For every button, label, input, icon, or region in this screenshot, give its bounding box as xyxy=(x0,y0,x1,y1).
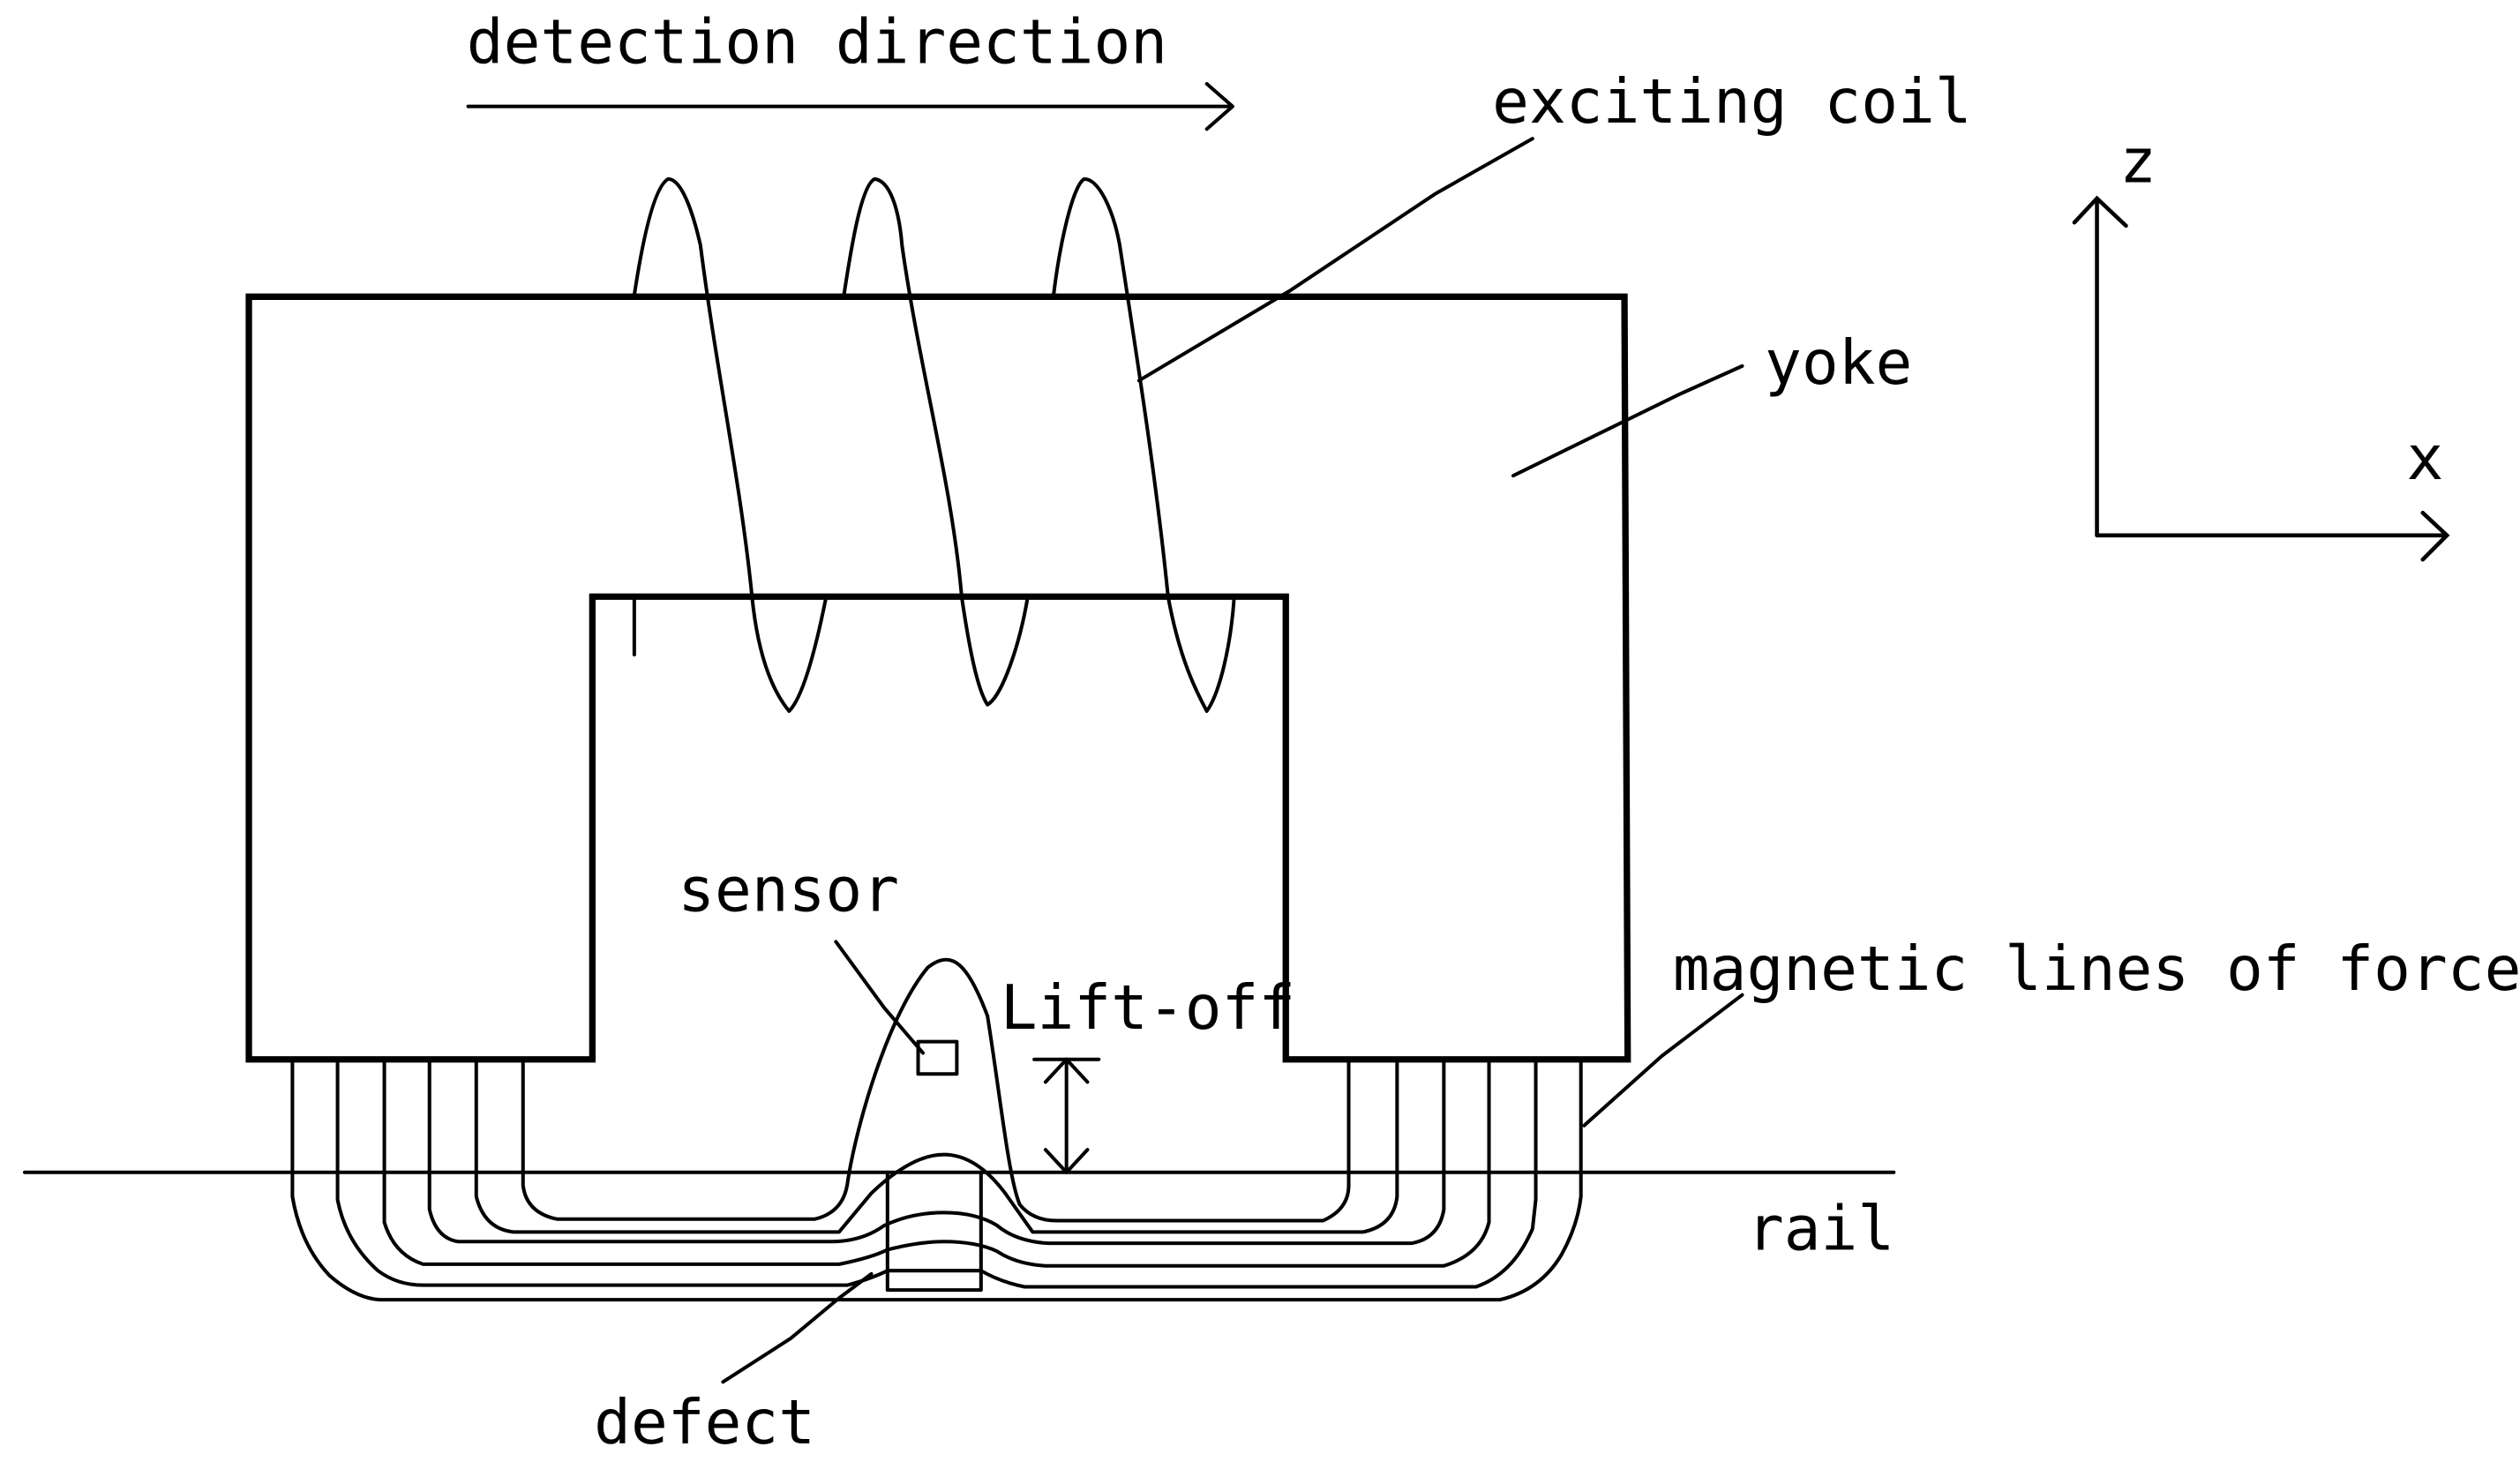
sensor-label: sensor xyxy=(678,856,899,926)
axes xyxy=(2072,195,2450,562)
yoke xyxy=(245,293,1631,1063)
detection-direction-arrow xyxy=(466,82,1234,131)
magnetic-lines-label: magnetic lines of force xyxy=(1673,934,2520,1005)
rail-label: rail xyxy=(1747,1194,1894,1264)
sensor xyxy=(916,1039,959,1076)
sensor-leader xyxy=(834,940,926,1055)
detection-direction-label: detection direction xyxy=(467,7,1167,78)
yoke-leader xyxy=(1511,364,1744,478)
magnetic-flux-lines xyxy=(290,957,1583,1302)
lift-off-dimension xyxy=(1032,1057,1101,1174)
defect-leader xyxy=(721,1271,874,1384)
axis-x-label: x xyxy=(2406,423,2443,494)
magnetic-lines-leader xyxy=(1582,993,1744,1128)
yoke-label: yoke xyxy=(1765,328,1912,399)
defect-notch xyxy=(885,1170,983,1293)
exciting-coil xyxy=(632,176,1236,714)
exciting-coil-leader xyxy=(1136,137,1534,383)
lift-off-label: Lift-off xyxy=(1001,973,1295,1044)
defect-label: defect xyxy=(594,1388,815,1458)
axis-z-label: z xyxy=(2119,127,2156,198)
exciting-coil-label: exciting coil xyxy=(1492,67,1971,138)
